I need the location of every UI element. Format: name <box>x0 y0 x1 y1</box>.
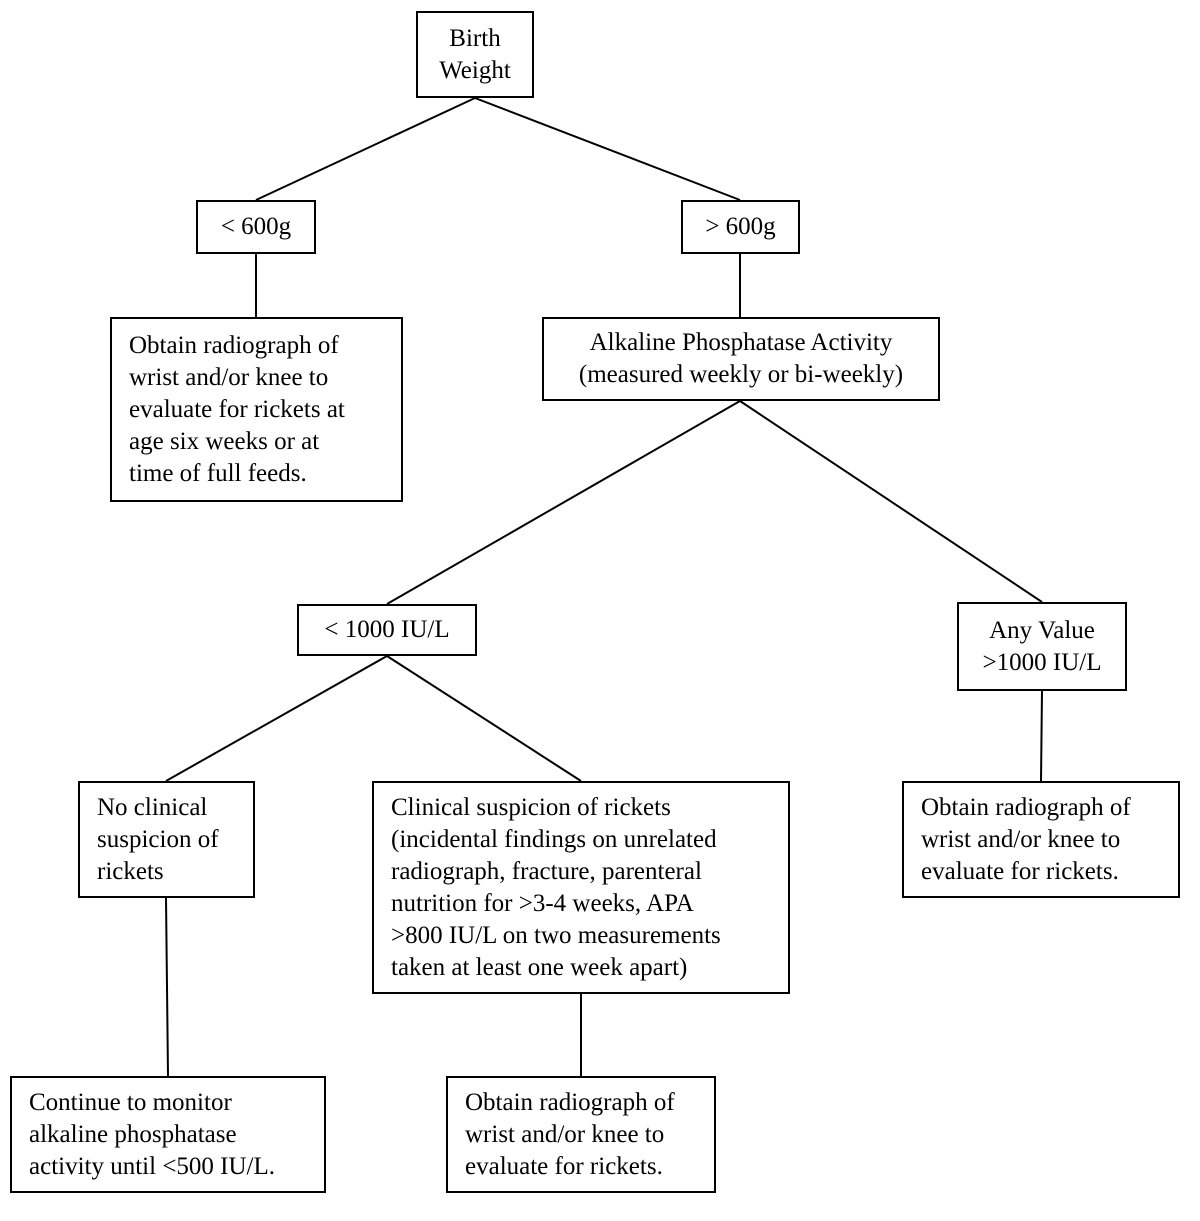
connector-under-1000-to-clinical <box>386 655 582 782</box>
node-text-line: nutrition for >3-4 weeks, APA <box>391 889 694 917</box>
any-value-over-1000-box: Any Value >1000 IU/L <box>957 602 1127 691</box>
under-600g-box: < 600g <box>196 200 316 254</box>
connector-any-value-to-radiograph <box>1040 690 1043 782</box>
node-text-line: Weight <box>439 56 511 84</box>
node-text-line: alkaline phosphatase <box>29 1120 237 1148</box>
node-text-line: suspicion of <box>97 825 219 853</box>
node-text-line: rickets <box>97 857 164 885</box>
node-text-line: evaluate for rickets at <box>129 395 345 423</box>
connector-birth-to-under-600 <box>255 97 476 201</box>
radiograph-six-weeks-box: Obtain radiograph of wrist and/or knee to… <box>110 317 403 502</box>
continue-monitor-box: Continue to monitor alkaline phosphatase a… <box>10 1076 326 1193</box>
node-text-line: >1000 IU/L <box>982 648 1102 676</box>
radiograph-clinical-box: Obtain radiograph of wrist and/or knee to… <box>446 1076 716 1193</box>
connector-apa-to-any-value <box>739 400 1043 603</box>
node-text-line: No clinical <box>97 793 208 821</box>
node-text-line: < 600g <box>220 213 292 240</box>
node-text-line: Alkaline Phosphatase Activity <box>589 329 893 356</box>
node-text-line: wrist and/or knee to <box>465 1120 665 1148</box>
no-clinical-suspicion-box: No clinical suspicion of rickets <box>78 781 255 898</box>
node-text-line: activity until <500 IU/L. <box>29 1152 276 1180</box>
connector-under-1000-to-no-clinical <box>165 655 388 782</box>
node-text-line: Obtain radiograph of <box>465 1088 675 1116</box>
node-text-line: >800 IU/L on two measurements <box>391 921 721 949</box>
node-text-line: taken at least one week apart) <box>391 953 688 981</box>
radiograph-over-1000-box: Obtain radiograph of wrist and/or knee to… <box>902 781 1180 898</box>
under-1000-box: < 1000 IU/L <box>297 604 477 656</box>
node-text-line: evaluate for rickets. <box>465 1152 663 1180</box>
node-text-line: Continue to monitor <box>29 1088 232 1116</box>
node-text-line: wrist and/or knee to <box>921 825 1121 853</box>
node-text-line: < 1000 IU/L <box>324 616 450 643</box>
node-text-line: Any Value <box>989 616 1095 644</box>
node-text-line: Obtain radiograph of <box>129 331 339 359</box>
node-text-line: (incidental findings on unrelated <box>391 825 717 853</box>
node-text-line: evaluate for rickets. <box>921 857 1119 885</box>
connector-apa-to-under-1000 <box>386 400 741 605</box>
node-text-line: radiograph, fracture, parenteral <box>391 857 702 885</box>
clinical-suspicion-box: Clinical suspicion of rickets (incidental… <box>372 781 790 994</box>
node-text-line: > 600g <box>705 213 776 240</box>
connector-no-clinical-to-continue <box>165 897 169 1077</box>
node-text-line: Birth <box>449 24 501 52</box>
alkaline-phosphatase-box: Alkaline Phosphatase Activity (measured w… <box>542 317 940 401</box>
node-text-line: (measured weekly or bi-weekly) <box>578 361 904 388</box>
node-text-line: Obtain radiograph of <box>921 793 1131 821</box>
node-text-line: time of full feeds. <box>129 459 307 487</box>
node-text-line: wrist and/or knee to <box>129 363 329 391</box>
node-text-line: age six weeks or at <box>129 427 320 455</box>
connector-birth-to-over-600 <box>474 97 741 201</box>
over-600g-box: > 600g <box>681 200 800 254</box>
node-text-line: Clinical suspicion of rickets <box>391 793 671 821</box>
